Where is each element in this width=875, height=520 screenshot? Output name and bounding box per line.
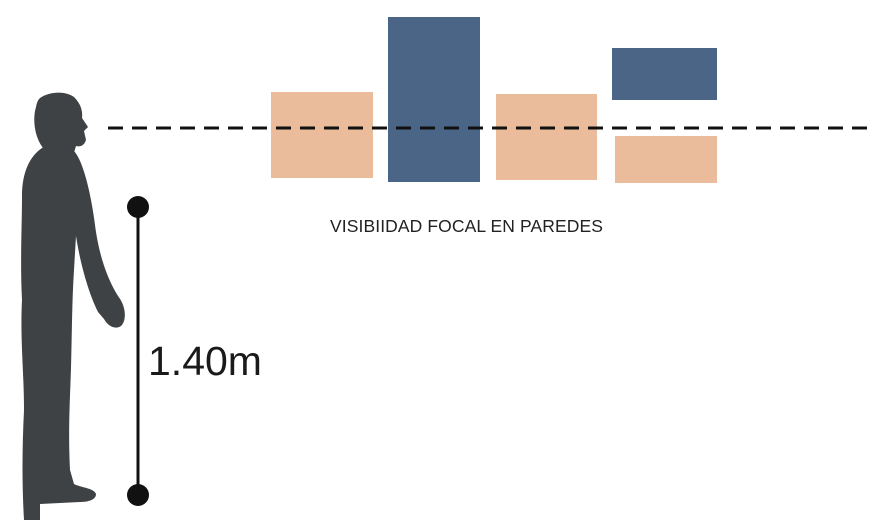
height-measure [127,196,149,506]
caption-visibilidad-focal: VISIBIIDAD FOCAL EN PAREDES [330,216,604,236]
blue-panel-1 [388,17,480,182]
standing-person-silhouette-icon [21,92,125,520]
blue-panel-2 [612,48,717,100]
height-measure-bottom-dot [127,484,149,506]
peach-panel-2 [496,94,597,180]
peach-panel-1 [271,92,373,178]
height-measure-top-dot [127,196,149,218]
height-label: 1.40m [148,338,262,384]
peach-panel-3 [615,136,717,183]
wall-panels [271,17,717,183]
